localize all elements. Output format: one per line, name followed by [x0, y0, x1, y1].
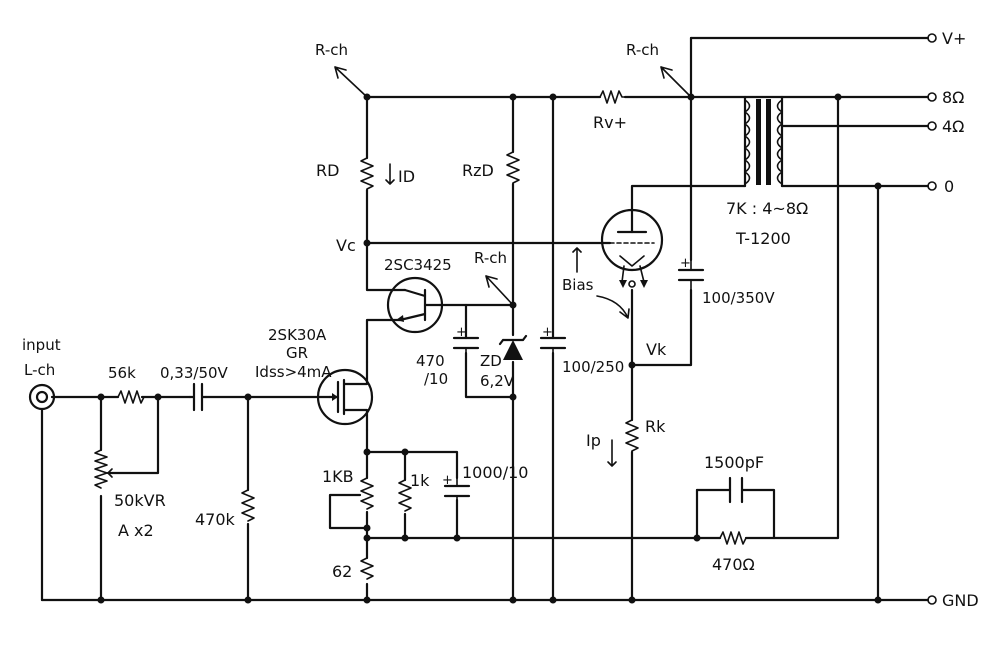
- potentiometer-1kb: [355, 477, 374, 510]
- label-xfmr-model: T-1200: [735, 229, 791, 248]
- input-jack: [28, 383, 56, 411]
- vacuum-tube: [600, 208, 664, 288]
- label-ax2: A x2: [118, 521, 154, 540]
- bias-arrows: [572, 247, 630, 319]
- rch-arrow-3: [660, 66, 692, 98]
- terminal-4ohm: [927, 121, 937, 131]
- label-c033: 0,33/50V: [160, 364, 229, 382]
- resistor-rvplus: [599, 90, 626, 104]
- junction-dots: [97, 93, 882, 604]
- svg-text:+: +: [680, 256, 691, 271]
- label-rch-3: R-ch: [626, 41, 659, 59]
- label-bias: Bias: [562, 276, 594, 294]
- label-rch-2: R-ch: [474, 249, 507, 267]
- label-100-250: 100/250: [562, 358, 624, 376]
- label-62: 62: [332, 562, 352, 581]
- label-xfmr-ratio: 7K : 4~8Ω: [726, 199, 808, 218]
- label-2sc3425: 2SC3425: [384, 256, 452, 274]
- label-ip: Ip: [586, 431, 601, 450]
- label-470: 470: [416, 352, 445, 370]
- label-8ohm: 8Ω: [942, 88, 964, 107]
- potentiometer-50kvr: [94, 449, 119, 489]
- terminal-0: [927, 181, 937, 191]
- terminal-vplus: [927, 33, 937, 43]
- capacitor-100-350v: +: [677, 256, 705, 291]
- rch-arrow-2: [485, 275, 514, 306]
- id-arrow: [385, 163, 395, 185]
- label-2sk30a: 2SK30A: [268, 326, 327, 344]
- label-56k: 56k: [108, 364, 136, 382]
- label-rzd: RzD: [462, 161, 494, 180]
- label-1500pf: 1500pF: [704, 453, 764, 472]
- svg-text:+: +: [542, 325, 553, 340]
- transistor-2sc3425: [386, 276, 444, 334]
- resistor-rzd: [506, 151, 520, 184]
- resistor-rk: [625, 419, 639, 452]
- terminal-8ohm: [927, 92, 937, 102]
- label-470k: 470k: [195, 510, 236, 529]
- capacitor-100-250: +: [539, 325, 567, 354]
- label-zd: ZD: [480, 352, 502, 370]
- label-1k: 1k: [410, 471, 430, 490]
- label-input: input: [22, 336, 61, 354]
- wires: [40, 36, 930, 602]
- label-100-350v: 100/350V: [702, 289, 775, 307]
- capacitor-1500pf: [728, 476, 744, 504]
- label-gr: GR: [286, 344, 308, 362]
- zener-diode: [498, 334, 528, 360]
- label-470b: /10: [424, 370, 448, 388]
- transformer: [744, 99, 783, 185]
- label-zdv: 6,2V: [480, 372, 515, 390]
- label-rd: RD: [316, 161, 339, 180]
- label-4ohm: 4Ω: [942, 117, 964, 136]
- label-idss: Idss>4mA: [255, 363, 332, 381]
- label-id: ID: [398, 167, 415, 186]
- resistor-62: [360, 557, 374, 580]
- label-rch-1: R-ch: [315, 41, 348, 59]
- resistor-56k: [117, 390, 145, 404]
- label-470ohm: 470Ω: [712, 555, 755, 574]
- svg-text:+: +: [456, 325, 467, 340]
- label-lch: L-ch: [24, 361, 55, 379]
- label-rvplus: Rv+: [593, 113, 627, 132]
- label-1kb: 1KB: [322, 467, 354, 486]
- ip-arrow: [607, 439, 617, 467]
- label-vk: Vk: [646, 340, 667, 359]
- label-rk: Rk: [645, 417, 666, 436]
- label-1000-10: 1000/10: [462, 463, 528, 482]
- capacitor-470-10: +: [452, 325, 480, 354]
- svg-text:+: +: [442, 473, 453, 488]
- capacitor-033: [188, 382, 208, 412]
- label-vplus: V+: [942, 29, 966, 48]
- resistor-470k: [241, 489, 255, 522]
- resistor-rd: [360, 157, 374, 190]
- fet-2sk30a: [316, 360, 374, 432]
- label-vr: 50kVR: [114, 491, 166, 510]
- label-0: 0: [944, 177, 954, 196]
- capacitor-1000-10: +: [442, 473, 471, 501]
- rch-arrow-1: [334, 66, 368, 98]
- label-vc: Vc: [336, 236, 356, 255]
- terminal-gnd: [927, 595, 937, 605]
- resistor-470ohm: [719, 531, 747, 545]
- label-gnd: GND: [942, 591, 979, 610]
- resistor-1k: [398, 479, 412, 512]
